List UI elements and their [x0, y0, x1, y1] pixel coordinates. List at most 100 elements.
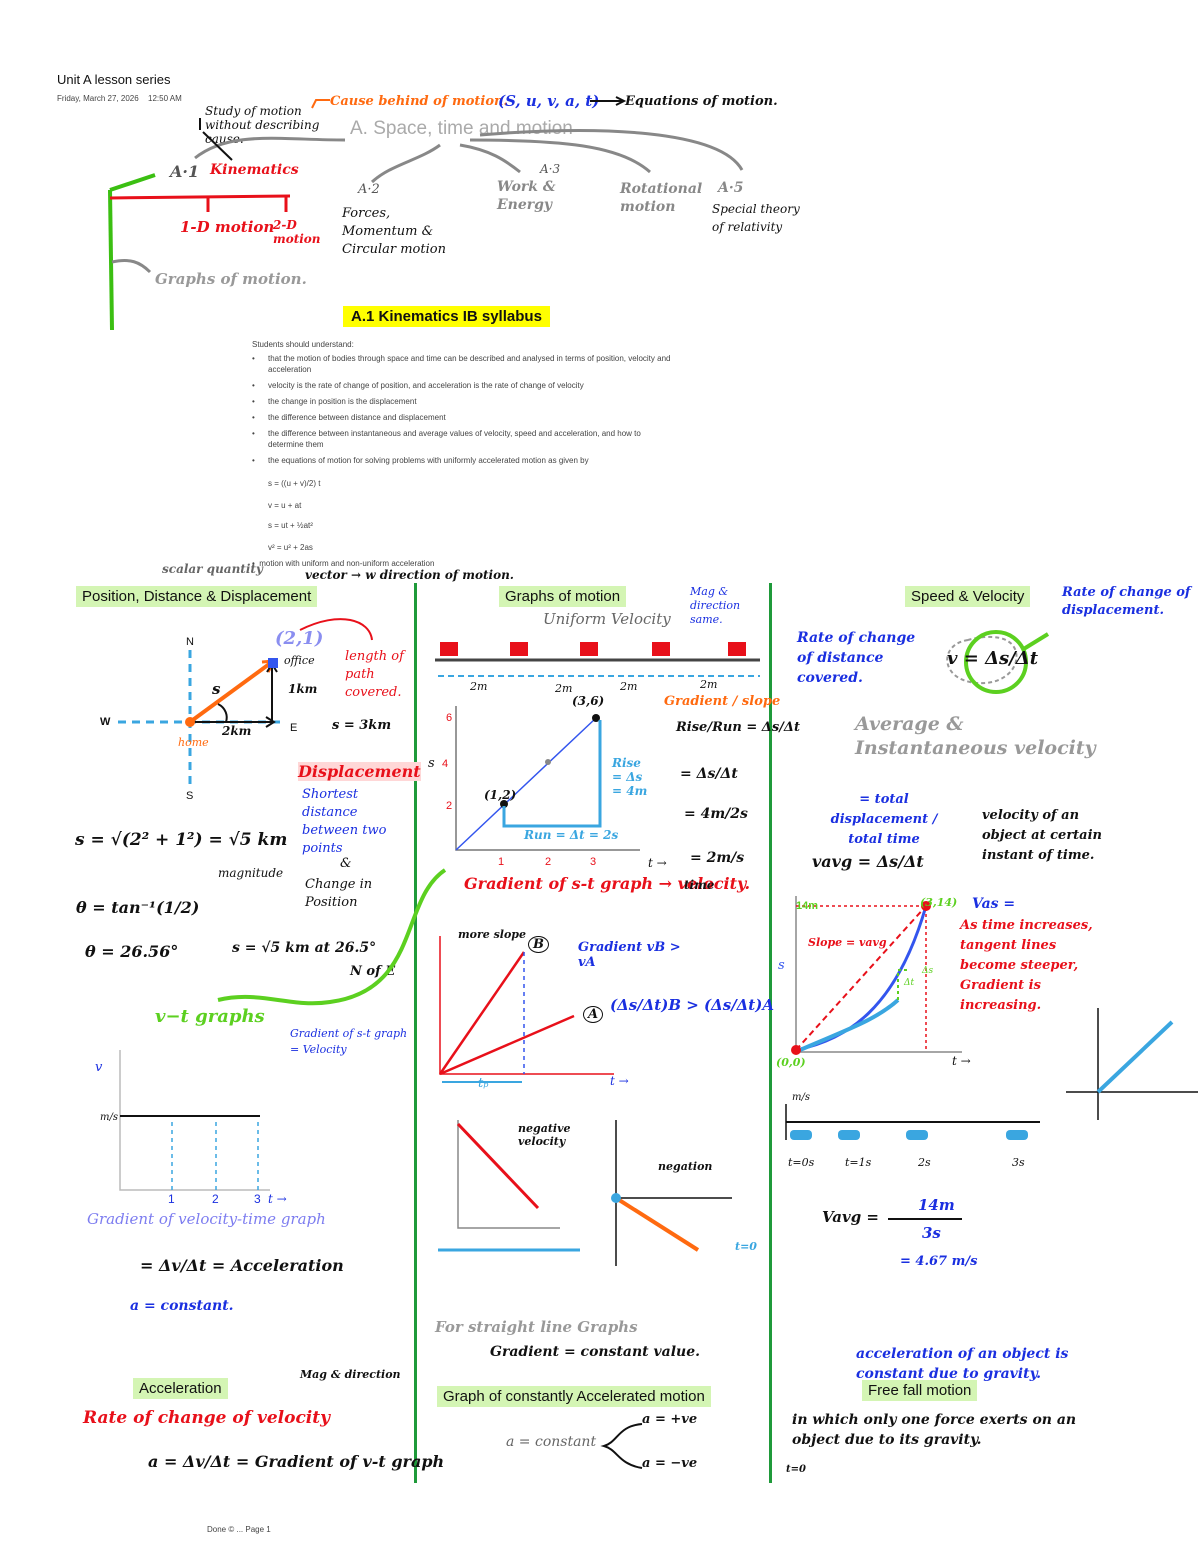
freefall-t0: t=0 [786, 1464, 806, 1475]
displacement-equation: s = √(2² + 1²) = √5 km [75, 830, 288, 850]
gravity-note: acceleration of an object is constant du… [856, 1346, 1069, 1382]
run-note: Run = Δt = 2s [524, 828, 619, 842]
car-sequence-unit: m/s [792, 1092, 810, 1103]
y-tick: 4 [442, 758, 449, 770]
vt-tick: 3 [254, 1192, 261, 1206]
compass-east: E [290, 722, 298, 734]
slope-avg-note: Slope = vavg [808, 936, 887, 949]
gradient-st-note: Gradient of s-t graph = Velocity [290, 1027, 408, 1056]
delta-t: Δt [904, 978, 915, 988]
a4-topic: Rotational motion [620, 181, 703, 215]
mindmap-arrows [108, 96, 744, 331]
rise-note: Rise = Δs = 4m [612, 756, 648, 798]
point-label: (2,1) [275, 628, 324, 649]
car-track [435, 642, 760, 677]
vt-unit: m/s [100, 1112, 118, 1123]
page-date: Friday, March 27, 2026 [57, 94, 139, 103]
acceleration-gradient: a = Δv/Δt = Gradient of v-t graph [148, 1452, 445, 1471]
slope-t-axis: t → [610, 1074, 629, 1088]
mag-dir-same: Mag & direction same. [690, 585, 741, 626]
acceleration-equation: = Δv/Δt = Acceleration [140, 1256, 344, 1275]
distance-segment: 2m [470, 680, 488, 693]
x-tick: 2 [545, 856, 552, 868]
syllabus-list: •that the motion of bodies through space… [252, 353, 672, 471]
a2-topic: Forces, Momentum & Circular motion [342, 206, 446, 257]
line-b: B [528, 936, 549, 953]
y-tick: 6 [446, 712, 453, 724]
car-time: 3s [1012, 1156, 1025, 1169]
cause-note: Cause behind of motion. [330, 94, 508, 109]
shortest-note: Shortest distance between two points [302, 787, 387, 856]
negation-note: negation [658, 1160, 713, 1173]
equation-4: v² = u² + 2as [268, 543, 313, 552]
a-constant: a = constant. [130, 1298, 234, 1314]
list-item: •the difference between instantaneous an… [252, 429, 641, 449]
equations-note: Equations of motion. [625, 94, 778, 109]
list-item: •the difference between distance and dis… [252, 413, 446, 422]
change-note: Change in Position [305, 877, 373, 910]
x-tick: 3 [590, 856, 597, 868]
origin-label: (0,0) [776, 1056, 806, 1069]
negative-velocity-note: negative velocity [518, 1122, 571, 1148]
curve-t-axis: t → [952, 1054, 971, 1068]
point-3-14: (3,14) [920, 896, 958, 909]
one-d-motion: 1-D motion [180, 218, 275, 236]
section-heading-acceleration: Acceleration [133, 1378, 228, 1399]
point-3-6: (3,6) [572, 694, 605, 708]
straight-line-note: For straight line Graphs [435, 1318, 638, 1336]
acceleration-def: Rate of change of velocity [83, 1408, 330, 1428]
list-item: •that the motion of bodies through space… [252, 354, 671, 374]
a2-label: A·2 [358, 182, 380, 197]
st-t-axis: t → [648, 856, 667, 870]
mag-direction-note: Mag & direction [300, 1368, 401, 1381]
list-item: •velocity is the rate of change of posit… [252, 381, 584, 390]
vavg-denominator: 3s [922, 1224, 941, 1242]
st-s-axis: s [428, 756, 435, 771]
curve-s-axis: s [778, 958, 785, 973]
velocity-equation-loop [946, 630, 1050, 694]
gradient-vt-note: Gradient of velocity-time graph [87, 1210, 326, 1228]
gradient-step-1: = Δs/Δt [680, 766, 738, 782]
car-sequence [785, 1104, 1040, 1140]
x-tick: 1 [498, 856, 505, 868]
gradient-step-2: = 4m/2s [684, 806, 748, 822]
rise-over-run: Rise/Run = Δs/Δt [676, 720, 800, 735]
y-14m: 14m [796, 900, 819, 912]
vt-graph [119, 1050, 270, 1191]
rate-displacement: Rate of change of displacement. [1062, 585, 1191, 618]
compass-west: W [100, 716, 111, 728]
gradient-slope: Gradient / slope [664, 694, 781, 709]
equation-1: s = ((u + v)/2) t [268, 479, 321, 488]
list-item: •the equations of motion for solving pro… [252, 456, 589, 465]
one-km-label: 1km [288, 682, 318, 696]
distance-segment: 2m [555, 682, 573, 695]
ampersand: & [340, 856, 352, 871]
vt-tick: 2 [212, 1192, 219, 1206]
instantaneous-note: velocity of an object at certain instant… [982, 808, 1102, 863]
car-time: t=1s [845, 1156, 872, 1169]
line-a: A [583, 1006, 604, 1023]
compass-north: N [186, 636, 194, 648]
displacement-label: Displacement [298, 762, 421, 781]
car-time: 2s [918, 1156, 931, 1169]
vavg-result: = 4.67 m/s [900, 1254, 978, 1269]
more-slope: more slope [458, 928, 526, 941]
vt-tick: 1 [168, 1192, 175, 1206]
distance-segment: 2m [700, 678, 718, 691]
vavg-numerator: 14m [918, 1196, 955, 1214]
gradient-compare: Gradient vB > vA [578, 940, 681, 970]
vt-v-axis: v [95, 1060, 103, 1075]
home-label: home [178, 736, 209, 749]
theta-equation: θ = tan⁻¹(1/2) [76, 898, 200, 917]
s-label: s [212, 680, 221, 698]
gradient-st-velocity: Gradient of s-t graph → velocity. [464, 874, 751, 893]
column-divider [414, 583, 417, 1483]
two-d-motion: 2-D motion [273, 218, 321, 246]
equation-3: s = ut + ½at² [268, 521, 313, 530]
vector-note: vector → w direction of motion. [305, 568, 514, 582]
slope-compare-graph [438, 936, 614, 1083]
section-heading-speed: Speed & Velocity [905, 586, 1031, 607]
y-tick: 2 [446, 800, 453, 812]
time-label: time [684, 878, 715, 892]
delta-s: Δs [922, 966, 934, 976]
